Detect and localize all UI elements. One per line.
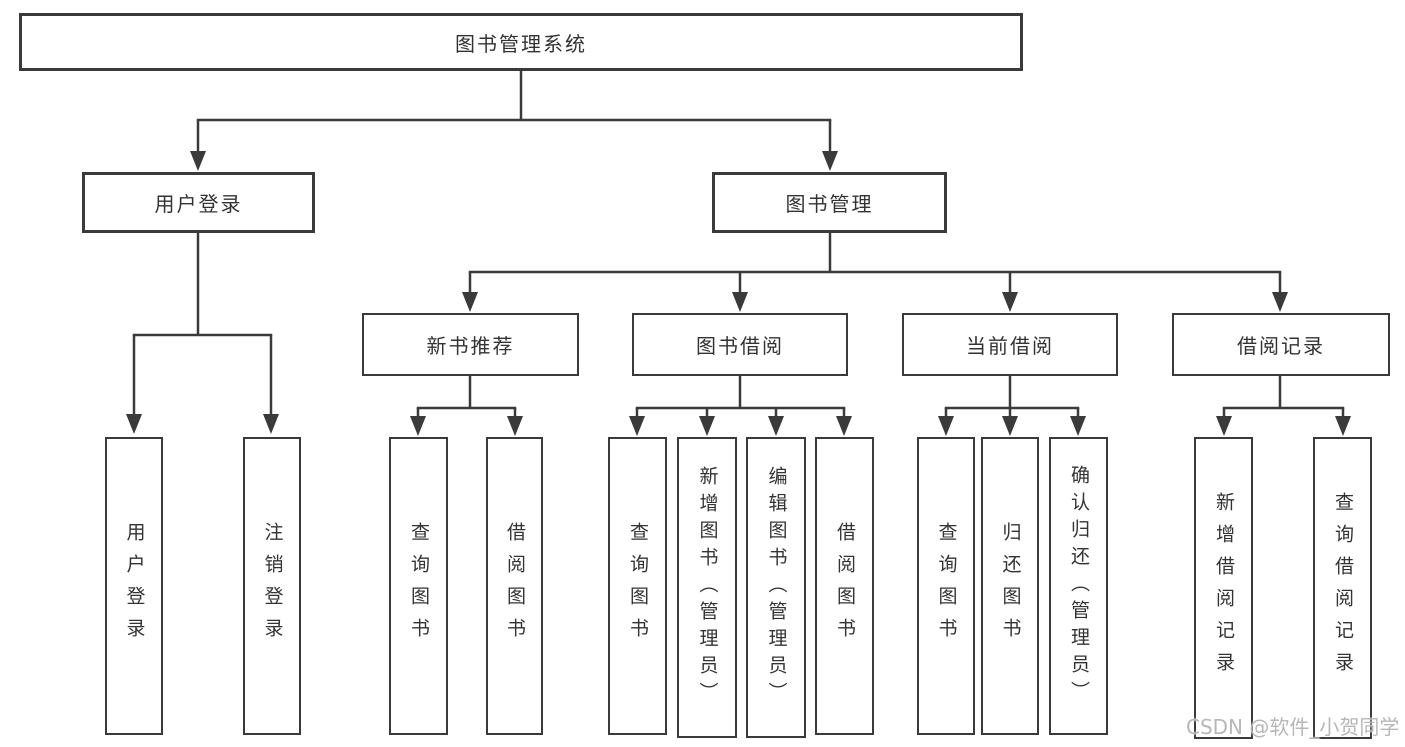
node-label: 查询图书 [935,522,958,650]
arrowhead [190,151,206,171]
node-label: 归还图书 [999,522,1022,650]
arrowhead [629,416,645,436]
node-root-system: 图书管理系统 [19,13,1023,71]
leaf-query-books-borrow: 查询图书 [608,437,667,735]
arrowhead [263,414,279,434]
leaf-confirm-return-admin: 确认归还（管理员） [1049,437,1108,735]
arrowhead [462,292,478,312]
leaf-borrow-books-recommend: 借阅图书 [486,437,543,735]
arrowhead [410,416,426,436]
leaf-add-borrow-record: 新增借阅记录 [1194,437,1253,739]
leaf-query-books-current: 查询图书 [917,437,975,735]
arrowhead [699,416,715,436]
node-label: 新书推荐 [426,334,515,358]
csdn-watermark: CSDN @软件_小贺同学 [1186,715,1400,739]
arrowhead [732,292,748,312]
arrowhead [1335,416,1351,436]
leaf-borrow-books: 借阅图书 [815,437,874,735]
node-label: 用户登录 [154,192,243,216]
arrowhead [507,416,523,436]
node-label: 借阅图书 [834,522,856,650]
node-label: 借阅图书 [504,522,526,650]
node-label: 新增图书（管理员） [696,466,719,709]
arrowhead [126,414,142,434]
leaf-logout: 注销登录 [243,437,301,735]
leaf-edit-book-admin: 编辑图书（管理员） [746,437,806,738]
arrowhead [768,416,784,436]
node-label: 图书管理系统 [455,31,587,56]
arrowhead [1002,416,1018,436]
node-label: 查询图书 [627,522,649,650]
arrowhead [1272,292,1288,312]
leaf-query-books-recommend: 查询图书 [389,437,448,735]
arrowhead [836,416,852,436]
arrowhead [1002,292,1018,312]
node-user-login: 用户登录 [82,172,315,233]
arrowhead [1070,416,1086,436]
node-current-borrow: 当前借阅 [902,313,1118,376]
arrowhead [822,151,838,171]
node-label: 查询图书 [408,522,430,650]
node-book-management: 图书管理 [712,172,947,233]
node-label: 编辑图书（管理员） [765,466,788,709]
arrowhead [1216,416,1232,436]
connector-arrowheads [126,151,1351,436]
node-label: 确认归还（管理员） [1068,464,1090,708]
node-label: 注销登录 [261,522,284,650]
node-label: 用户登录 [123,522,146,650]
node-label: 借阅记录 [1237,334,1325,358]
node-label: 图书借阅 [696,334,784,358]
node-new-book-recommend: 新书推荐 [362,313,579,376]
node-label: 当前借阅 [966,334,1054,358]
leaf-user-login: 用户登录 [105,437,163,735]
arrowhead [938,416,954,436]
node-book-borrow: 图书借阅 [632,313,848,376]
node-label: 查询借阅记录 [1332,492,1354,684]
leaf-query-borrow-record: 查询借阅记录 [1313,437,1372,739]
node-label: 新增借阅记录 [1213,492,1235,684]
node-label: 图书管理 [785,192,874,216]
node-borrow-records: 借阅记录 [1172,313,1390,376]
leaf-add-book-admin: 新增图书（管理员） [677,437,737,738]
leaf-return-books: 归还图书 [981,437,1039,735]
